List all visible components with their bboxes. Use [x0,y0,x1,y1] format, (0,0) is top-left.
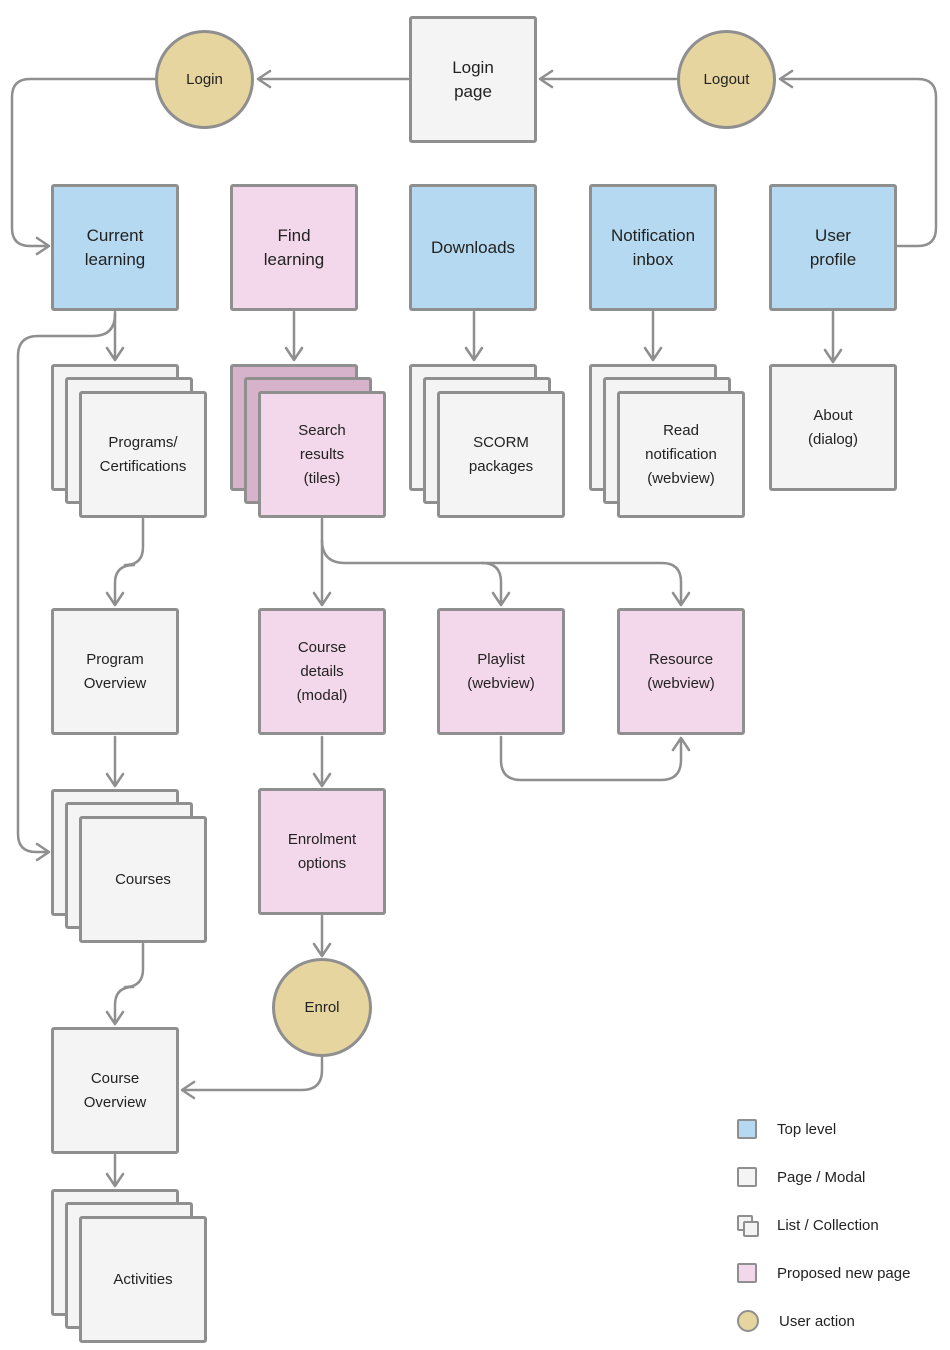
legend-list-collection: List / Collection [737,1215,879,1237]
edge-login-currentlearning [10,77,157,256]
current-learning-label: Current learning [84,225,146,269]
edge-enrolment-enrol [312,914,332,958]
search-results-label: Search results (tiles) [298,421,346,487]
edge-profile-about [823,310,843,364]
edge-playlist-resource [499,735,691,782]
program-overview-label: Program Overview [83,650,147,692]
legend-page-modal-label: Page / Modal [777,1168,866,1186]
login-action: Login [155,30,254,129]
edge-logout-loginpage [538,69,678,89]
edge-downloads-scorm [464,310,484,362]
edge-current-courses [16,312,117,862]
playlist-label: Playlist (webview) [467,650,535,692]
search-results-node: Search results (tiles) [258,391,386,518]
programs-certifications-label: Programs/ Certifications [99,433,187,475]
course-overview-node: Course Overview [51,1027,179,1154]
legend-list-collection-label: List / Collection [777,1216,879,1234]
legend-page-modal: Page / Modal [737,1167,865,1187]
legend-proposed-new-page-swatch [737,1263,757,1283]
edge-userprofile-logout [778,69,938,248]
edge-details-enrolment [312,735,332,788]
edge-loginpage-login [256,69,410,89]
edge-inbox-read [643,310,663,362]
program-overview-node: Program Overview [51,608,179,735]
legend-top-level: Top level [737,1119,836,1139]
edge-search-details [312,517,332,607]
enrol-action-label: Enrol [304,999,340,1016]
course-details-label: Course details (modal) [296,638,348,704]
find-learning-node: Find learning [230,184,358,311]
legend-user-action: User action [737,1310,855,1332]
edge-find-search [284,310,304,362]
login-page-label: Login page [452,57,494,101]
legend-list-collection-swatch [737,1215,759,1237]
user-profile-label: User profile [809,225,857,269]
legend-user-action-swatch [737,1310,759,1332]
legend-page-modal-swatch [737,1167,757,1187]
about-dialog-node: About (dialog) [769,364,897,491]
courses-node: Courses [79,816,207,943]
edge-courses-courseoverview [105,942,145,1026]
login-action-label: Login [186,71,223,88]
edge-programs-overview [105,517,145,607]
downloads-label: Downloads [430,237,516,257]
course-details-node: Course details (modal) [258,608,386,735]
login-page-node: Login page [409,16,537,143]
downloads-node: Downloads [409,184,537,311]
about-dialog-label: About (dialog) [807,406,859,448]
playlist-node: Playlist (webview) [437,608,565,735]
scorm-packages-label: SCORM packages [468,433,534,475]
read-notification-node: Read notification (webview) [617,391,745,518]
programs-certifications-node: Programs/ Certifications [79,391,207,518]
legend-top-level-label: Top level [777,1120,837,1138]
edge-enrol-courseoverview [180,1054,324,1100]
user-profile-node: User profile [769,184,897,311]
enrolment-options-node: Enrolment options [258,788,386,915]
current-learning-node: Current learning [51,184,179,311]
notification-inbox-label: Notification inbox [610,225,696,269]
read-notification-label: Read notification (webview) [645,421,717,487]
enrol-action: Enrol [272,958,372,1057]
logout-action: Logout [677,30,776,129]
course-overview-label: Course Overview [83,1069,147,1111]
activities-label: Activities [113,1270,173,1288]
notification-inbox-node: Notification inbox [589,184,717,311]
enrolment-options-label: Enrolment options [287,830,357,872]
edge-search-resource [480,561,691,607]
legend-proposed-new-page-label: Proposed new page [777,1264,911,1282]
find-learning-label: Find learning [263,225,325,269]
scorm-packages-node: SCORM packages [437,391,565,518]
legend-proposed-new-page: Proposed new page [737,1263,910,1283]
legend-user-action-label: User action [779,1312,855,1330]
edge-courseoverview-activities [105,1153,125,1188]
courses-label: Courses [115,870,171,888]
activities-node: Activities [79,1216,207,1343]
legend-top-level-swatch [737,1119,757,1139]
resource-label: Resource (webview) [647,650,715,692]
edge-search-playlist [320,538,511,607]
edge-overview-courses [105,735,125,788]
logout-action-label: Logout [703,71,750,88]
resource-node: Resource (webview) [617,608,745,735]
